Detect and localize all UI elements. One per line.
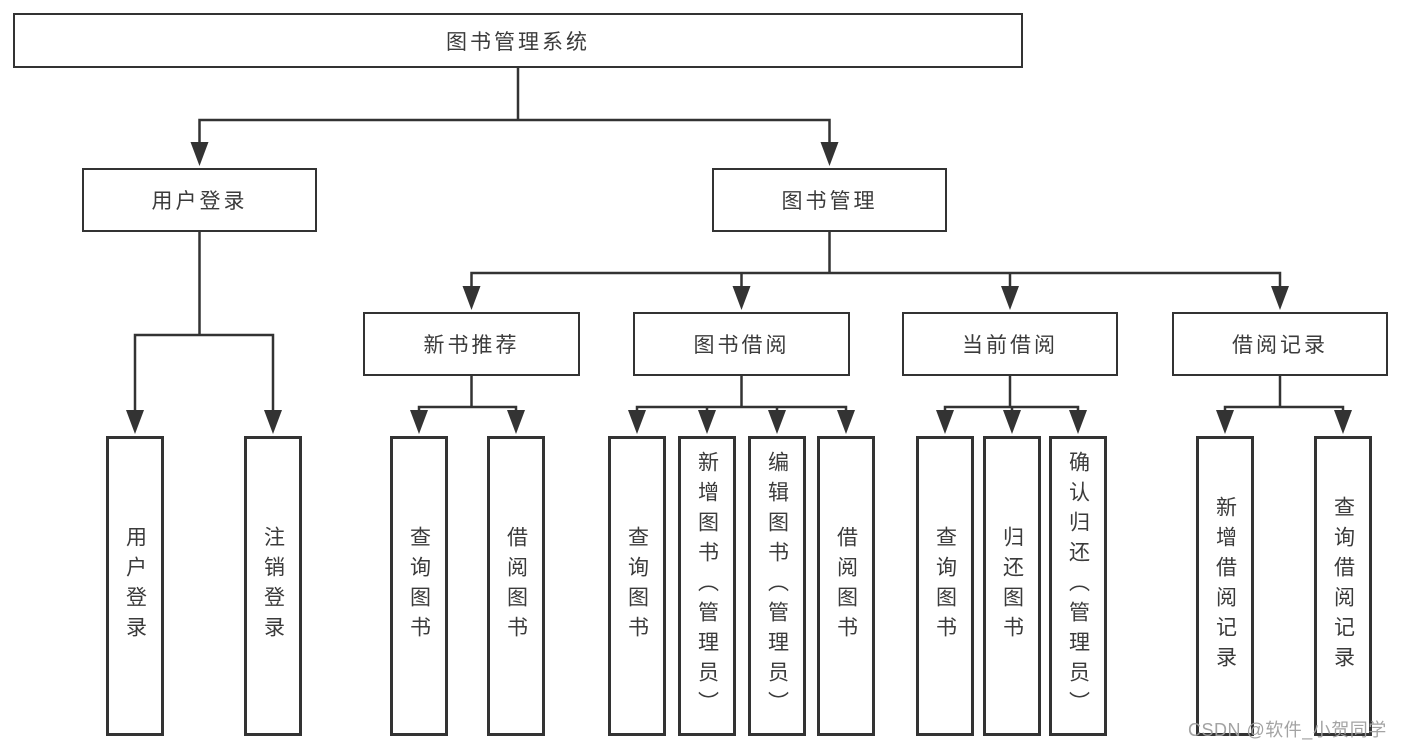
node-label: 图书管理系统 <box>446 30 590 54</box>
watermark: CSDN @软件_小贺同学 <box>1188 720 1387 740</box>
arrow-down-icon <box>1003 410 1021 434</box>
arrowheads-user-login <box>126 410 282 434</box>
connector-user-login-to-leaves <box>133 230 275 414</box>
arrowheads-level2 <box>190 142 839 166</box>
arrow-down-icon <box>837 410 855 434</box>
arrow-down-icon <box>126 410 144 434</box>
node-label: 查询图书 <box>933 526 957 646</box>
branch-line <box>943 374 1080 414</box>
leaf-return-books: 归还图书 <box>983 436 1041 736</box>
arrow-down-icon <box>190 142 209 166</box>
arrow-down-icon <box>1271 286 1289 310</box>
leaf-query-borrow-record: 查询借阅记录 <box>1314 436 1372 736</box>
node-label: 当前借阅 <box>962 334 1058 357</box>
node-label: 用户登录 <box>151 190 248 213</box>
arrow-down-icon <box>1001 286 1019 310</box>
arrow-down-icon <box>1216 410 1234 434</box>
leaf-query-books-current: 查询图书 <box>916 436 974 736</box>
node-label: 归还图书 <box>1000 526 1024 646</box>
node-current-borrow: 当前借阅 <box>902 312 1118 376</box>
connector-current-borrow-to-leaves <box>943 374 1080 414</box>
node-label: 图书管理 <box>781 190 878 213</box>
arrow-down-icon <box>264 410 282 434</box>
arrowheads-book-borrow <box>628 410 855 434</box>
arrow-down-icon <box>1334 410 1352 434</box>
arrowheads-current-borrow <box>936 410 1087 434</box>
branch-line <box>198 66 831 146</box>
arrow-down-icon <box>768 410 786 434</box>
node-new-book-recommend: 新书推荐 <box>363 312 580 376</box>
connector-root-to-level2 <box>198 66 831 146</box>
connector-new-book-recommend-to-leaves <box>417 374 518 414</box>
connector-borrow-records-to-leaves <box>1223 374 1345 414</box>
arrow-down-icon <box>462 286 481 310</box>
node-label: 借阅图书 <box>834 526 858 646</box>
branch-line <box>635 374 848 414</box>
node-label: 查询借阅记录 <box>1331 496 1355 676</box>
node-label: 编辑图书（管理员） <box>765 451 789 721</box>
arrow-down-icon <box>698 410 716 434</box>
arrow-down-icon <box>628 410 646 434</box>
branch-line <box>1223 374 1345 414</box>
connector-book-borrow-to-leaves <box>635 374 848 414</box>
leaf-user-login: 用户登录 <box>106 436 164 736</box>
leaf-logout: 注销登录 <box>244 436 302 736</box>
leaf-borrow-books: 借阅图书 <box>817 436 875 736</box>
node-label: 用户登录 <box>123 526 147 646</box>
node-label: 新增图书（管理员） <box>695 451 719 721</box>
leaf-add-books-admin: 新增图书（管理员） <box>678 436 736 736</box>
node-book-management: 图书管理 <box>712 168 947 232</box>
leaf-query-books-recommend: 查询图书 <box>390 436 448 736</box>
branch-line <box>133 230 275 414</box>
node-label: 借阅记录 <box>1232 334 1328 357</box>
arrowheads-borrow-records <box>1216 410 1352 434</box>
arrow-down-icon <box>507 410 525 434</box>
arrow-down-icon <box>410 410 428 434</box>
node-label: 新书推荐 <box>423 334 520 357</box>
leaf-confirm-return-admin: 确认归还（管理员） <box>1049 436 1107 736</box>
node-user-login: 用户登录 <box>82 168 317 232</box>
arrow-down-icon <box>1069 410 1087 434</box>
arrow-down-icon <box>732 286 751 310</box>
node-root-system: 图书管理系统 <box>13 13 1023 68</box>
arrow-down-icon <box>936 410 954 434</box>
node-label: 注销登录 <box>261 526 285 646</box>
arrowheads-new-book-recommend <box>410 410 525 434</box>
branch-line <box>417 374 518 414</box>
leaf-add-borrow-record: 新增借阅记录 <box>1196 436 1254 736</box>
arrowheads-level3 <box>462 286 1289 310</box>
node-label: 图书借阅 <box>693 334 790 357</box>
leaf-query-books-borrow: 查询图书 <box>608 436 666 736</box>
leaf-borrow-books-recommend: 借阅图书 <box>487 436 545 736</box>
connector-book-management-to-level3 <box>470 230 1282 290</box>
node-label: 确认归还（管理员） <box>1066 451 1090 721</box>
node-label: 借阅图书 <box>504 526 528 646</box>
leaf-edit-books-admin: 编辑图书（管理员） <box>748 436 806 736</box>
arrow-down-icon <box>820 142 839 166</box>
node-borrow-records: 借阅记录 <box>1172 312 1388 376</box>
node-label: 查询图书 <box>407 526 431 646</box>
node-label: 查询图书 <box>625 526 649 646</box>
node-label: 新增借阅记录 <box>1213 496 1237 676</box>
branch-line <box>470 230 1282 290</box>
node-book-borrow: 图书借阅 <box>633 312 850 376</box>
